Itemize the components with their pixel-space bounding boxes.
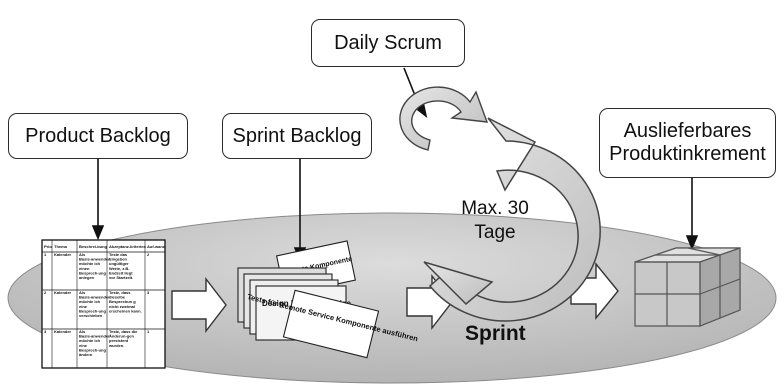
table-header-cell: Beschrei-bung (79, 244, 108, 249)
increment-label: Auslieferbares Produktinkrement (599, 108, 776, 178)
table-cell: eine (79, 343, 88, 348)
task-card (282, 289, 380, 359)
table-cell: anlegen (79, 275, 95, 280)
table-cell: Besprech-ung (79, 270, 106, 275)
table-cell: Kalender (54, 290, 72, 295)
table-cell: eine (79, 304, 88, 309)
table-cell: nicht zweimal (109, 304, 135, 309)
table-cell: Basis-anwender (79, 334, 110, 339)
table-cell: Als (79, 290, 86, 295)
increment-line2: Produktinkrement (609, 143, 766, 165)
table-cell: Besprechun g (109, 299, 136, 304)
table-cell: erscheinen kann. (109, 308, 142, 313)
product-backlog-text: Product Backlog (25, 124, 171, 147)
table-cell: 2 (147, 252, 150, 257)
table-header-cell: Thema (54, 244, 68, 249)
table-cell: ungültiger (109, 261, 129, 266)
table-header-cell: Prio (44, 244, 52, 249)
flow-arrow (570, 262, 619, 320)
daily-scrum-label: Daily Scrum (311, 19, 465, 67)
increment-cube (634, 247, 741, 327)
daily-scrum-text: Daily Scrum (334, 31, 442, 54)
table-cell: Kalender (54, 329, 72, 334)
table-cell: Änderun-gen (109, 334, 134, 339)
table-cell: 1 (147, 329, 150, 334)
table-cell: Teste, dass die (109, 329, 138, 334)
table-cell: ändern (79, 352, 93, 357)
table-cell: einen (79, 266, 90, 271)
table-cell: Endzeit liegt (109, 270, 133, 275)
sprint-backlog-text: Sprint Backlog (232, 124, 362, 147)
table-cell: 3 (147, 290, 150, 295)
table-cell: vor Startzeit. (109, 275, 133, 280)
table-cell: Als (79, 329, 86, 334)
table-cell: Eingeben (109, 257, 128, 262)
table-cell: persistent (109, 338, 129, 343)
table-cell: Kalender (54, 252, 72, 257)
connector-lines (91, 67, 699, 263)
product-backlog-label: Product Backlog (8, 113, 188, 159)
table-cell: möchte ich (79, 338, 101, 343)
table-cell: verschieben (79, 313, 103, 318)
table-cell: 1 (44, 252, 47, 257)
daily-cycle-arrow (399, 86, 489, 151)
table-cell: möchte ich (79, 299, 101, 304)
table-cell: Basis-anwender (79, 257, 110, 262)
table-cell: 2 (44, 290, 47, 295)
cycle-line1: Max. 30 (461, 198, 529, 219)
table-cell: möchte ich (79, 261, 101, 266)
increment-line1: Auslieferbares (623, 120, 752, 142)
table-cell: Besprech-ung (79, 347, 106, 352)
cycle-line2: Tage (474, 222, 516, 244)
flow-arrow (171, 276, 227, 334)
table-header-cell: Auf-wand (147, 244, 166, 249)
table-cell: Werte, z.B. (109, 266, 129, 271)
table-cell: Teste, dass (109, 290, 131, 295)
table-cell: Basis-anwender (79, 295, 110, 300)
table-cell: wurden. (108, 343, 124, 348)
sprint-label: Sprint (465, 322, 526, 345)
table-cell: Teste das (109, 252, 128, 257)
table-cell: Als (79, 252, 86, 257)
flow-arrows (171, 262, 619, 334)
sprint-cycle-arrowhead (423, 261, 494, 306)
table-cell: 3 (44, 329, 47, 334)
table-header-cell: Akzeptanz-kriterien (109, 244, 146, 249)
table-cell: dieselbe (109, 295, 126, 300)
cycle-duration-label: Max. 30 Tage (452, 197, 538, 246)
table-cell: Besprech-ung (79, 308, 106, 313)
sprint-backlog-label: Sprint Backlog (222, 113, 372, 159)
